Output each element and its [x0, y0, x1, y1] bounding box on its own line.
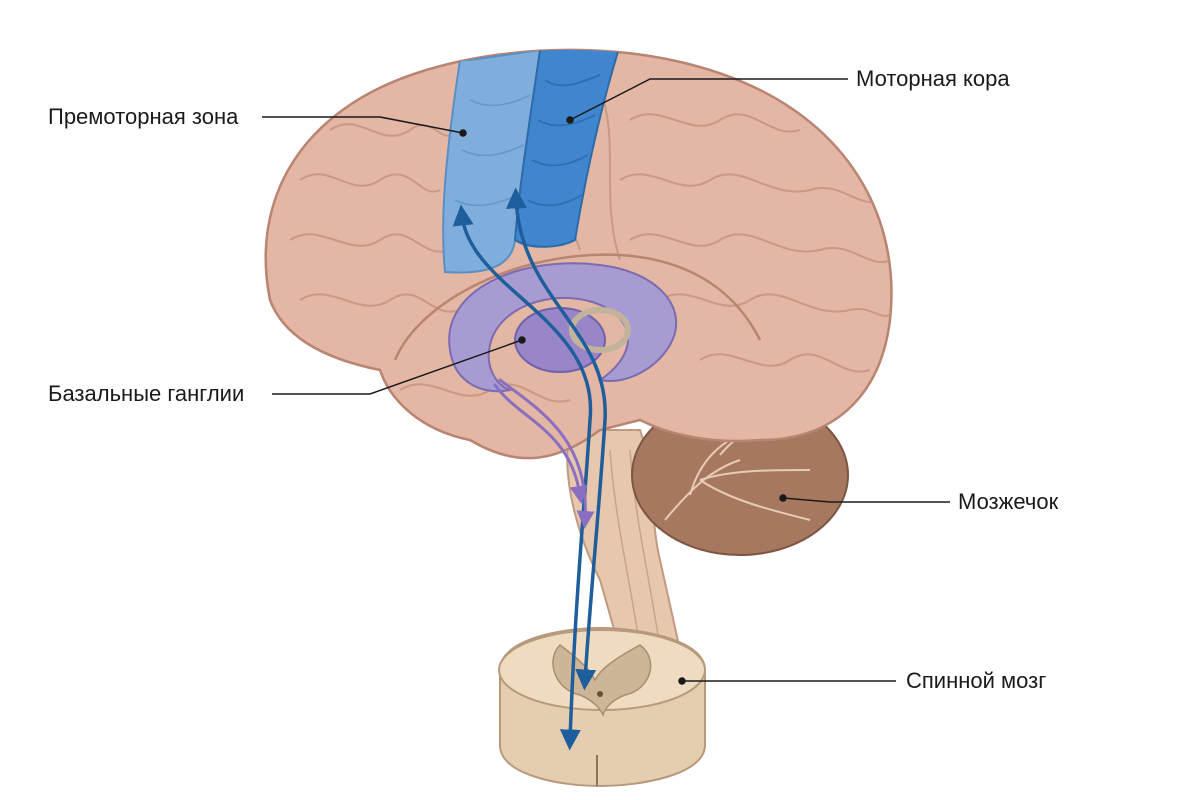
leader-cerebellum [782, 497, 950, 503]
label-motor-cortex: Моторная кора [856, 66, 1010, 91]
label-premotor-area: Премоторная зона [48, 104, 239, 129]
leader-basal [272, 339, 523, 395]
spinal-cord-section [498, 626, 706, 788]
pathway-motor [505, 187, 607, 691]
leader-premotor [262, 116, 464, 134]
label-cerebellum: Мозжечок [958, 489, 1059, 514]
pathway-basal-1 [493, 383, 588, 504]
label-basal-ganglia: Базальные ганглии [48, 381, 245, 406]
pathway-basal-2 [498, 378, 595, 529]
label-spinal-cord: Спинной мозг [906, 668, 1047, 693]
leader-motor [569, 78, 848, 121]
